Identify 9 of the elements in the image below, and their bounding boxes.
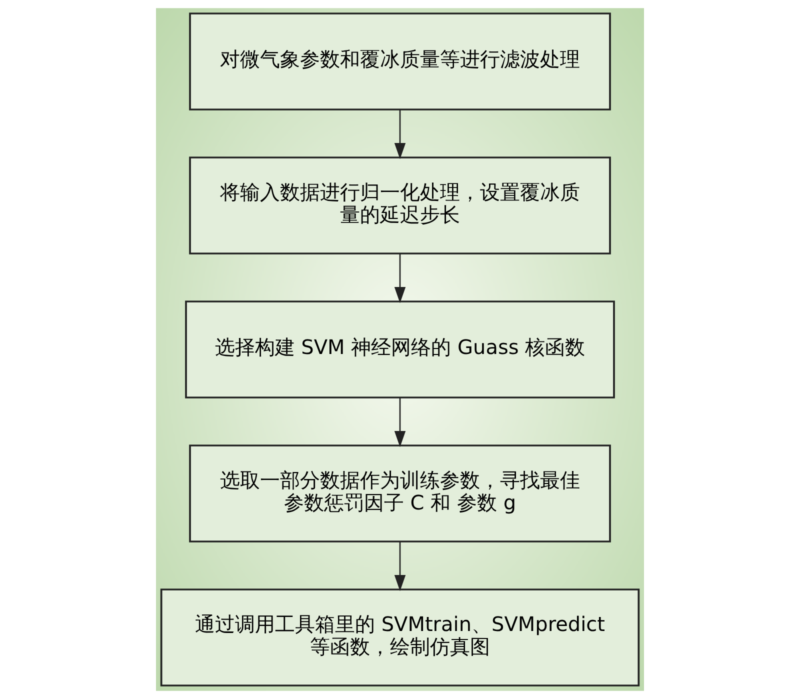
arrow xyxy=(394,398,406,448)
arrow xyxy=(394,542,406,592)
node-box: 通过调用工具箱里的 SVMtrain、SVMpredict 等函数，绘制仿真图 xyxy=(160,588,640,686)
arrow xyxy=(394,110,406,160)
node-box: 将输入数据进行归一化处理，设置覆冰质量的延迟步长 xyxy=(189,156,611,254)
arrow xyxy=(394,254,406,304)
node-box: 选择构建 SVM 神经网络的 Guass 核函数 xyxy=(185,300,615,398)
node-box: 选取一部分数据作为训练参数，寻找最佳参数惩罚因子 C 和 参数 g xyxy=(189,444,611,542)
node-box: 对微气象参数和覆冰质量等进行滤波处理 xyxy=(189,12,611,110)
